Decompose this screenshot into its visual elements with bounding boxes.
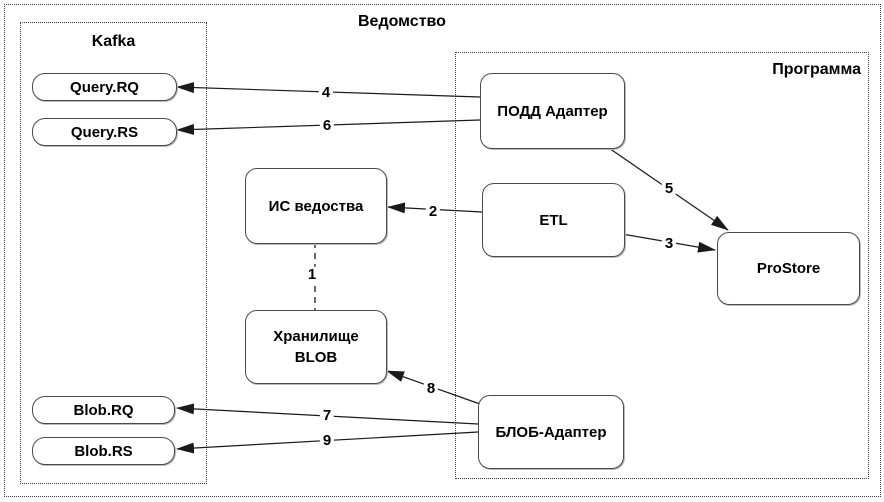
node-blob-rq: Blob.RQ bbox=[32, 396, 175, 424]
diagram-title: Ведомство bbox=[358, 13, 446, 30]
node-blob-storage: Хранилище BLOB bbox=[245, 310, 387, 384]
node-label: Query.RS bbox=[70, 123, 139, 141]
edge-label-7: 7 bbox=[319, 407, 335, 425]
program-group-label: Программа bbox=[772, 61, 861, 78]
kafka-group-label: Kafka bbox=[91, 33, 136, 50]
node-label: ProStore bbox=[756, 260, 821, 277]
edge-label-1: 1 bbox=[304, 266, 320, 284]
edge-label-5: 5 bbox=[661, 180, 677, 198]
vedomstvo-frame bbox=[4, 4, 881, 497]
node-prostore: ProStore bbox=[717, 232, 860, 305]
edge-label-6: 6 bbox=[319, 117, 335, 135]
edge-label-4: 4 bbox=[318, 84, 334, 102]
node-podd-adapter: ПОДД Адаптер bbox=[480, 73, 625, 149]
edge-label-8: 8 bbox=[423, 380, 439, 398]
node-query-rs: Query.RS bbox=[32, 118, 177, 146]
node-label: ETL bbox=[539, 211, 568, 229]
node-label: Blob.RQ bbox=[73, 401, 134, 419]
node-label: ИС ведоства bbox=[268, 197, 364, 215]
edge-label-2: 2 bbox=[425, 203, 441, 221]
edge-label-9: 9 bbox=[319, 432, 335, 450]
node-label: БЛОБ-Адаптер bbox=[495, 423, 607, 441]
node-blob-adapter: БЛОБ-Адаптер bbox=[478, 395, 624, 469]
node-label-line1: Хранилище bbox=[273, 328, 359, 345]
node-query-rq: Query.RQ bbox=[32, 73, 177, 101]
node-label: ПОДД Адаптер bbox=[497, 102, 608, 120]
node-etl: ETL bbox=[482, 183, 625, 257]
edge-label-3: 3 bbox=[661, 235, 677, 253]
kafka-group-frame: Kafka bbox=[20, 22, 207, 484]
node-label: Query.RQ bbox=[70, 78, 139, 96]
program-group-frame: Программа bbox=[455, 52, 869, 479]
node-is-vedomstva: ИС ведоства bbox=[245, 168, 387, 244]
node-label-line2: BLOB bbox=[294, 349, 338, 366]
node-blob-rs: Blob.RS bbox=[32, 437, 175, 465]
node-label: Blob.RS bbox=[74, 442, 133, 460]
